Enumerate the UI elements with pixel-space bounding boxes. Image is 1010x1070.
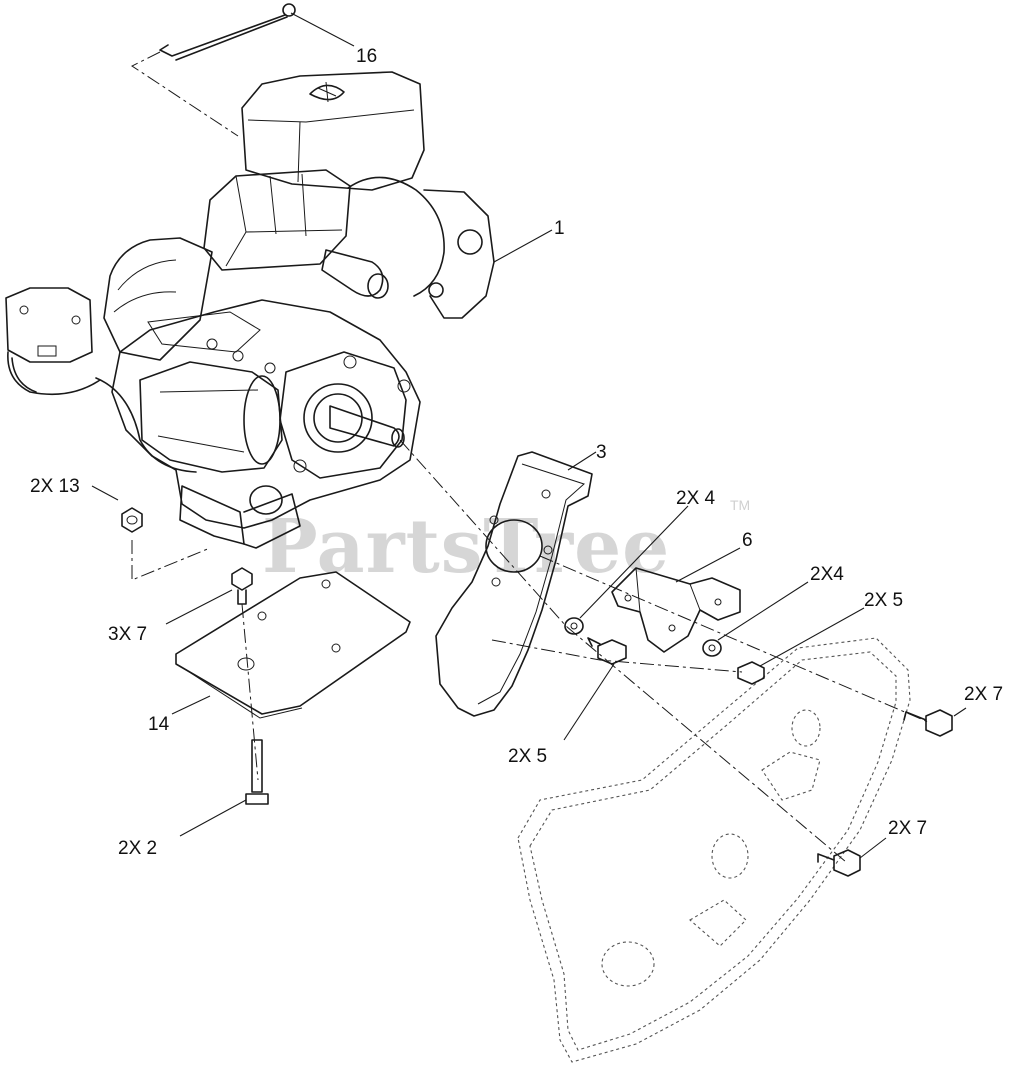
part-4-washer-upper	[564, 617, 584, 635]
callout-2x4-upper: 2X 4	[676, 488, 716, 509]
callout-3x7: 3X 7	[108, 624, 147, 645]
part-16-wire	[159, 3, 296, 61]
watermark-text: PartsTree	[262, 504, 670, 590]
callout-14: 14	[148, 714, 170, 735]
leader-lines	[91, 12, 967, 859]
part-2-bolt	[245, 739, 269, 805]
part-13-nut	[121, 507, 143, 533]
callout-2x4-right: 2X4	[810, 564, 844, 585]
callout-2x13: 2X 13	[30, 476, 80, 497]
callout-6: 6	[742, 530, 753, 551]
part-7-bolt-upper-right	[903, 709, 953, 737]
callout-2x7-upper: 2X 7	[964, 684, 1003, 705]
part-5-bolt-right	[737, 661, 765, 685]
watermark-trademark: TM	[730, 497, 750, 513]
callout-3: 3	[596, 442, 607, 463]
part-4-washer-right	[702, 639, 722, 657]
watermark: PartsTree TM	[262, 497, 750, 590]
callout-2x5-right: 2X 5	[864, 590, 903, 611]
callout-2x5-lower: 2X 5	[508, 746, 547, 767]
part-5-bolt-lower	[587, 637, 627, 665]
callout-1: 1	[554, 218, 565, 239]
callout-labels: 16 1 3 2X 4 6 2X 13 2X4 2X 5 3X 7 2X 7 1…	[30, 46, 1003, 859]
part-7-bolt-left	[231, 567, 253, 605]
part-6-bracket	[611, 567, 741, 653]
callout-16: 16	[356, 46, 377, 67]
part-7-bolt-lower-right	[817, 849, 861, 877]
frame-side-panel	[517, 637, 911, 1063]
assembly-centerlines	[131, 51, 929, 863]
callout-2x2: 2X 2	[118, 838, 157, 859]
part-3-mounting-plate	[435, 451, 593, 717]
part-1-engine	[5, 71, 495, 549]
part-14-base-plate	[175, 571, 411, 719]
callout-2x7-lower: 2X 7	[888, 818, 927, 839]
